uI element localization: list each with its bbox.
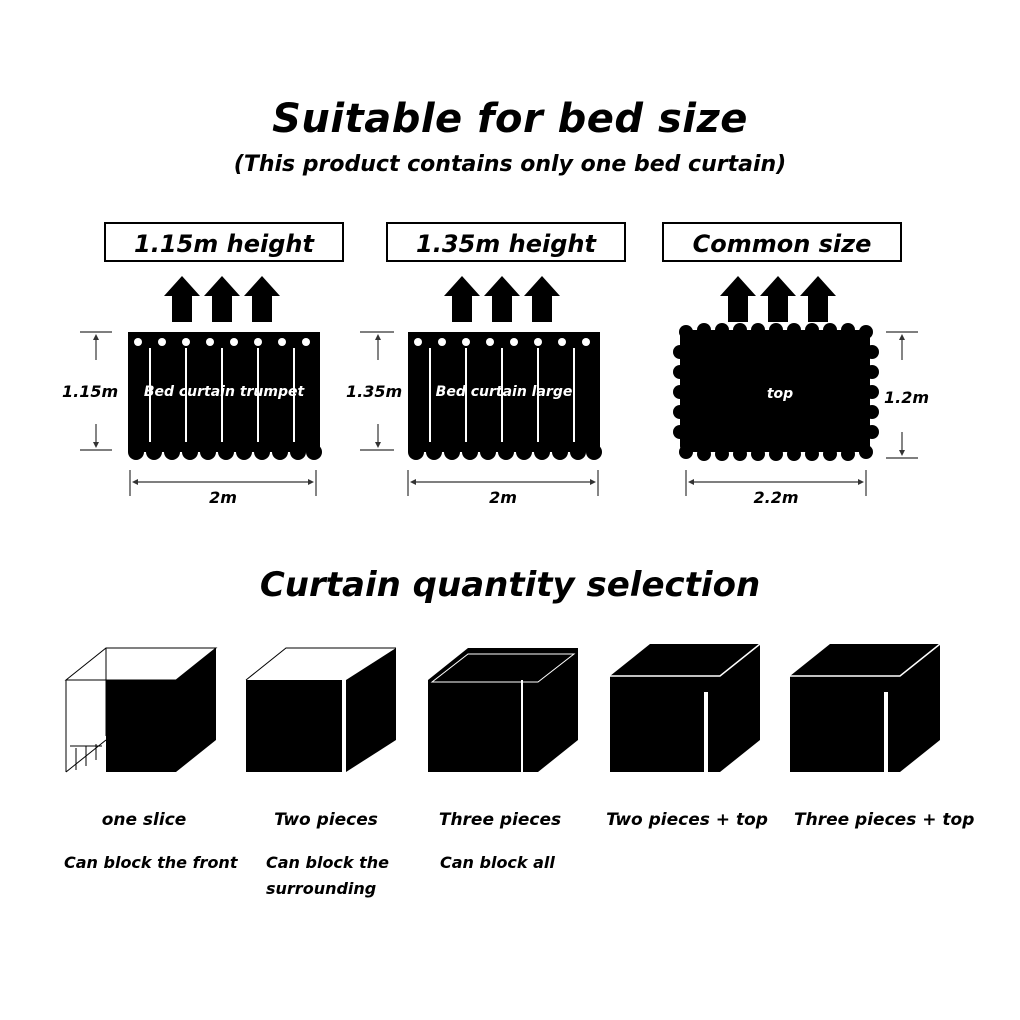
bed-three-pieces-illustration [428,648,578,772]
width-label: 2m [489,488,517,507]
page-subtitle: (This product contains only one bed curt… [233,152,787,177]
option-desc: Can block the surrounding [266,853,390,898]
option-desc: Can block the front [64,853,238,872]
size-label: 1.35m height [416,230,596,258]
height-label: 1.35m [346,382,403,401]
bed-three-pieces-top-illustration [790,643,941,772]
size-label: Common size [692,230,872,258]
dimension-lines [80,331,918,496]
panel-text: top [766,386,794,402]
height-label: 1.15m [62,382,119,401]
section-title: Curtain quantity selection [259,565,761,605]
option-name: one slice [101,810,187,830]
page-title: Suitable for bed size [272,96,748,142]
size-label-box-2: 1.35m height [386,222,626,262]
bed-two-pieces-top-illustration [610,643,761,772]
option-name: Two pieces + top [606,810,768,830]
curtain-panel-large [408,332,602,460]
up-arrows-icon [164,276,836,322]
panel-text: Bed curtain trumpet [143,384,305,400]
width-label: 2.2m [753,488,799,507]
bed-two-pieces-illustration [245,647,396,772]
curtain-panel-top [673,323,879,461]
width-label: 2m [209,488,237,507]
curtain-panel-small [128,332,322,460]
bed-one-slice-illustration [64,647,218,773]
option-name: Two pieces [274,810,378,830]
option-desc: Can block all [440,853,555,872]
height-label: 1.2m [884,388,930,407]
option-name: Three pieces [438,810,562,830]
panel-text: Bed curtain large [435,384,573,400]
size-label: 1.15m height [134,230,314,258]
size-label-box-3: Common size [662,222,902,262]
size-label-box-1: 1.15m height [104,222,344,262]
option-name: Three pieces + top [794,810,975,830]
